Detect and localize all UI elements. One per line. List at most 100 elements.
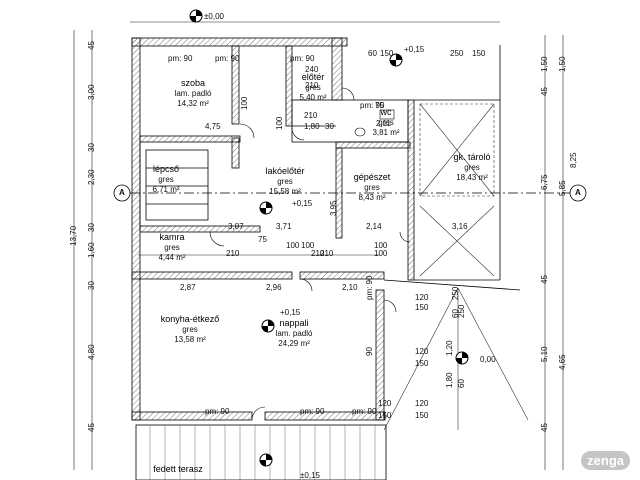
terrace-tiles	[149, 425, 376, 480]
opening-label: pm: 90	[360, 101, 385, 110]
dim-right: 45	[540, 423, 549, 432]
room-floor: lam. padló	[174, 89, 212, 99]
dim-left: 2,30	[87, 169, 96, 185]
dim-misc: 100	[286, 241, 300, 250]
dim-left: 3,00	[87, 84, 96, 100]
dim-left: 45	[87, 41, 96, 50]
dim-misc: 150	[472, 49, 486, 58]
dim-misc: 250	[457, 304, 466, 318]
dim-right-outer: 4,65	[558, 354, 567, 370]
dim-misc: 120	[378, 399, 392, 408]
dim-misc: 2,11	[376, 119, 391, 128]
opening-label: pm: 90	[215, 54, 240, 63]
dim-misc: 1,20	[445, 340, 454, 356]
room-eloter: előtér gres 5,40 m²	[299, 72, 326, 103]
dim-misc: 240	[305, 65, 319, 74]
dim-h: 4,75	[205, 122, 221, 131]
terrace-outline	[135, 424, 387, 480]
room-area: 13,58 m²	[174, 335, 206, 345]
room-name: gk. tároló	[453, 152, 491, 162]
dim-misc: 100	[374, 241, 388, 250]
dim-misc: 1,80	[445, 372, 454, 388]
room-gk-tarolo: gk. tároló gres 18,43 m²	[453, 152, 490, 183]
room-floor: gres	[164, 243, 180, 253]
dim-misc: 100	[240, 96, 249, 110]
dim-h: 2,87	[180, 283, 196, 292]
dim-misc: 90	[365, 347, 374, 356]
dim-misc: 150	[415, 303, 429, 312]
dim-misc: 210	[320, 249, 334, 258]
dim-left-total: 13,70	[69, 225, 78, 246]
opening-label: pm: 90	[300, 407, 325, 416]
dim-h: 2,14	[366, 222, 382, 231]
dim-h: 2,96	[266, 283, 282, 292]
dim-right: 45	[540, 275, 549, 284]
room-floor: gres	[464, 163, 480, 173]
room-floor: gres	[182, 325, 198, 335]
room-gepeszet: gépészet gres 8,43 m²	[354, 172, 391, 203]
room-area: 6,71 m²	[152, 185, 180, 195]
room-area: 3,81 m²	[372, 128, 400, 138]
dim-misc: 3,95	[329, 200, 338, 216]
dim-misc: 100	[301, 241, 315, 250]
dim-right: 45	[540, 87, 549, 96]
room-fedett-terasz: fedett terasz	[153, 464, 203, 475]
fixtures	[354, 109, 395, 137]
dim-misc: 120	[415, 399, 429, 408]
door-swings	[209, 87, 411, 421]
dim-misc: 75	[375, 101, 384, 110]
room-name: gépészet	[353, 172, 391, 182]
opening-label: pm: 90	[352, 407, 377, 416]
room-konyha-etkezo: konyha-étkező gres 13,58 m²	[161, 314, 220, 345]
room-area: 5,40 m²	[299, 93, 327, 103]
dim-left: 30	[87, 143, 96, 152]
room-area: 18,43 m²	[456, 173, 488, 183]
zenga-watermark: zenga	[581, 451, 630, 470]
opening-label: pm: 90	[168, 54, 193, 63]
room-name: előtér	[301, 72, 325, 82]
room-szoba: szoba lam. padló 14,32 m²	[175, 78, 212, 109]
dim-misc: 250	[450, 49, 464, 58]
room-name: nappali	[279, 318, 309, 328]
room-name: fedett terasz	[153, 464, 203, 474]
dim-left: 30	[87, 281, 96, 290]
section-line	[113, 184, 587, 202]
dim-h: 3,07	[228, 222, 244, 231]
dim-right: 6,75	[540, 174, 549, 190]
dim-misc: 150	[415, 359, 429, 368]
dim-misc: 150	[380, 49, 394, 58]
dim-left: 1,60	[87, 242, 96, 258]
dim-misc: 210	[305, 81, 319, 90]
room-lakoeloter: lakóelőtér gres 15,58 m²	[265, 166, 304, 197]
level-label: +0,15	[404, 45, 425, 54]
dim-misc: 120	[415, 293, 429, 302]
outer-walls	[131, 37, 415, 421]
dim-misc: 60	[368, 49, 377, 58]
inner-lines	[139, 45, 521, 291]
dim-misc: 210	[304, 111, 318, 120]
room-name: szoba	[180, 78, 206, 88]
level-markers	[189, 9, 469, 467]
dim-left: 30	[87, 223, 96, 232]
room-area: 14,32 m²	[177, 99, 209, 109]
dim-misc: 150	[378, 411, 392, 420]
opening-label-vertical: pm: 90	[365, 275, 374, 300]
room-floor: gres	[158, 175, 174, 185]
level-label: +0,15	[292, 199, 313, 208]
dim-misc: 210	[226, 249, 240, 258]
opening-label: pm: 90	[205, 407, 230, 416]
room-name: lakóelőtér	[265, 166, 305, 176]
dim-misc: 75	[258, 235, 267, 244]
dimension-lines	[73, 21, 564, 470]
dim-left: 45	[87, 423, 96, 432]
room-kamra: kamra gres 4,44 m²	[158, 232, 185, 263]
dim-h: 1,80	[304, 122, 320, 131]
level-label: +0,15	[280, 308, 301, 317]
room-floor: gres	[305, 83, 321, 93]
room-name: lépcső	[152, 164, 179, 174]
dim-misc: 100	[275, 116, 284, 130]
room-floor: gres	[277, 177, 293, 187]
dim-h: 30	[325, 122, 334, 131]
level-label: ±0,00	[204, 12, 224, 21]
